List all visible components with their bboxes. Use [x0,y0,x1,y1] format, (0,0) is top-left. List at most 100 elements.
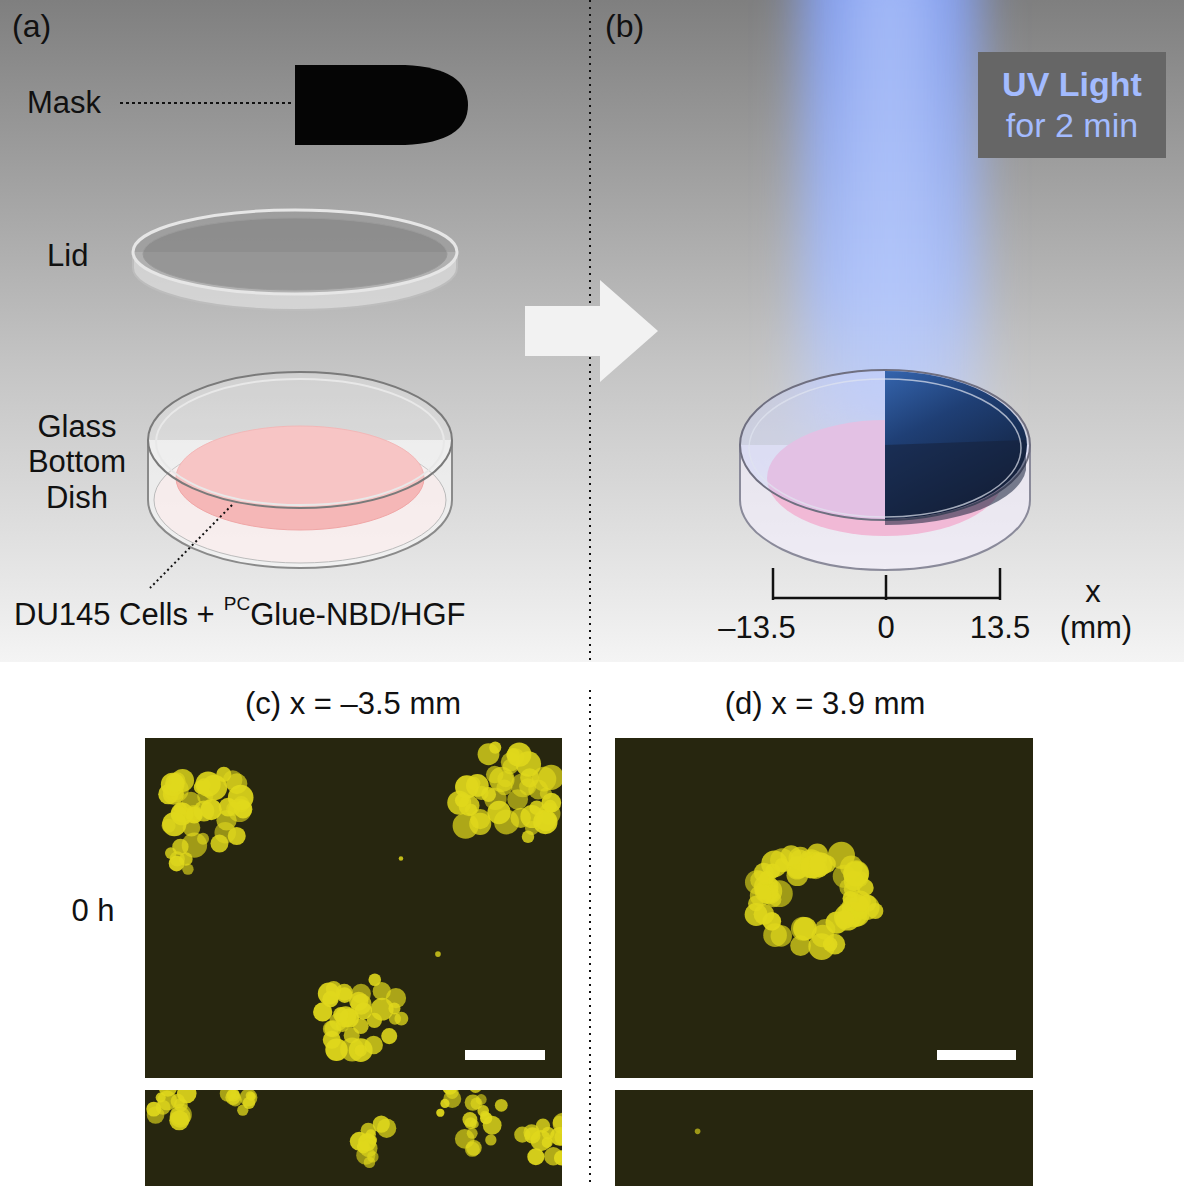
scale-bar [465,1050,545,1060]
box-heading: UV Light [1002,64,1142,105]
micrograph [145,738,562,1078]
cell-blob [809,853,832,876]
cell-blob [791,917,815,941]
part-name: Mask [27,85,101,121]
process-arrow [525,280,658,382]
cell-blob [368,973,381,986]
dish-shape [148,372,452,568]
cell-blob [695,1129,701,1135]
micrograph [615,1090,1033,1186]
leader-line [120,102,292,104]
axis-unit: (mm) [1060,610,1132,646]
uv-beam [850,0,930,430]
cell-blob [554,1150,562,1165]
sample-label: DU145 Cells + [14,597,215,633]
cell-blob [165,773,184,792]
cell-blob [436,1109,444,1117]
cell-blob [195,771,220,796]
cell-blob [323,1021,339,1037]
cell-blob [474,786,488,800]
part-name: Lid [47,238,88,274]
cell-blob [467,1128,478,1139]
lid-shape [133,210,457,310]
tick-label: 0 [877,610,894,646]
cell-blob [750,885,771,906]
box-note: for 2 min [1006,105,1138,146]
cell-blob [344,1027,360,1043]
cell-blob [446,1090,459,1099]
sample-label: Glue-NBD/HGF [250,597,465,633]
axis-scale [773,568,1000,600]
cell-blob [480,1112,492,1124]
cell-blob [364,1036,383,1055]
panel-letter: (b) [605,8,644,45]
tick-label: 13.5 [970,610,1030,646]
cell-blob [507,742,531,766]
cell-blob [162,812,186,836]
cell-blob [373,1115,390,1132]
cell-blob [237,1105,248,1116]
panel-title: (c) x = –3.5 mm [245,686,461,722]
cell-blob [771,925,792,946]
cell-blob [541,793,561,813]
cell-blob [318,983,340,1005]
cell-blob [478,743,500,765]
cell-blob [522,831,534,843]
cell-blob [773,884,777,888]
mask-shape [295,65,468,145]
cell-blob [325,1038,347,1060]
superscript: PC [224,593,250,615]
cell-blob [843,861,868,886]
cell-cluster [158,742,562,1062]
cell-blob [197,833,209,845]
cell-blob [246,1091,255,1100]
cell-blob [470,809,490,829]
panel-divider [589,690,591,1186]
cell-blob [495,1099,508,1112]
cell-blob [399,856,404,861]
cell-blob [364,1157,375,1168]
micrograph [615,738,1033,1078]
cell-blob [355,1002,372,1019]
cell-blob [440,1099,449,1108]
cell-blob [193,801,214,822]
cell-blob [435,951,441,957]
cell-blob [466,1140,482,1156]
cell-blob [220,1090,237,1102]
info-box: UV Lightfor 2 min [978,52,1166,158]
cell-blob [462,1112,477,1127]
dish-shape [740,370,1030,570]
cell-blob [532,767,557,792]
cell-blob [161,773,185,797]
leader-line [150,505,232,588]
cell-blob [389,1013,401,1025]
cell-cluster [695,1129,701,1135]
panel-title: (d) x = 3.9 mm [725,686,926,722]
part-name: Glass Bottom Dish [16,409,138,516]
cell-cluster [745,842,884,960]
cell-blob [754,904,775,925]
cell-blob [156,1100,171,1115]
panel-ground [0,0,1184,662]
cell-blob [182,863,193,874]
cell-cluster [146,1090,562,1168]
cell-blob [511,808,531,828]
axis-name: x [1085,574,1101,610]
cell-blob [170,1107,191,1128]
cell-blob [214,822,236,844]
cell-blob [497,771,513,787]
scale-bar [937,1050,1016,1060]
cell-blob [333,1007,348,1022]
tick-label: –13.5 [718,610,796,646]
cell-blob [511,773,535,797]
cell-blob [553,1116,562,1129]
cell-blob [381,1028,397,1044]
micrograph [145,1090,562,1186]
cell-blob [775,858,789,872]
cell-blob [867,903,883,919]
cell-blob [485,1134,496,1145]
cell-blob [360,1139,378,1157]
cell-blob [469,1090,482,1093]
time-label: 0 h [71,893,114,929]
